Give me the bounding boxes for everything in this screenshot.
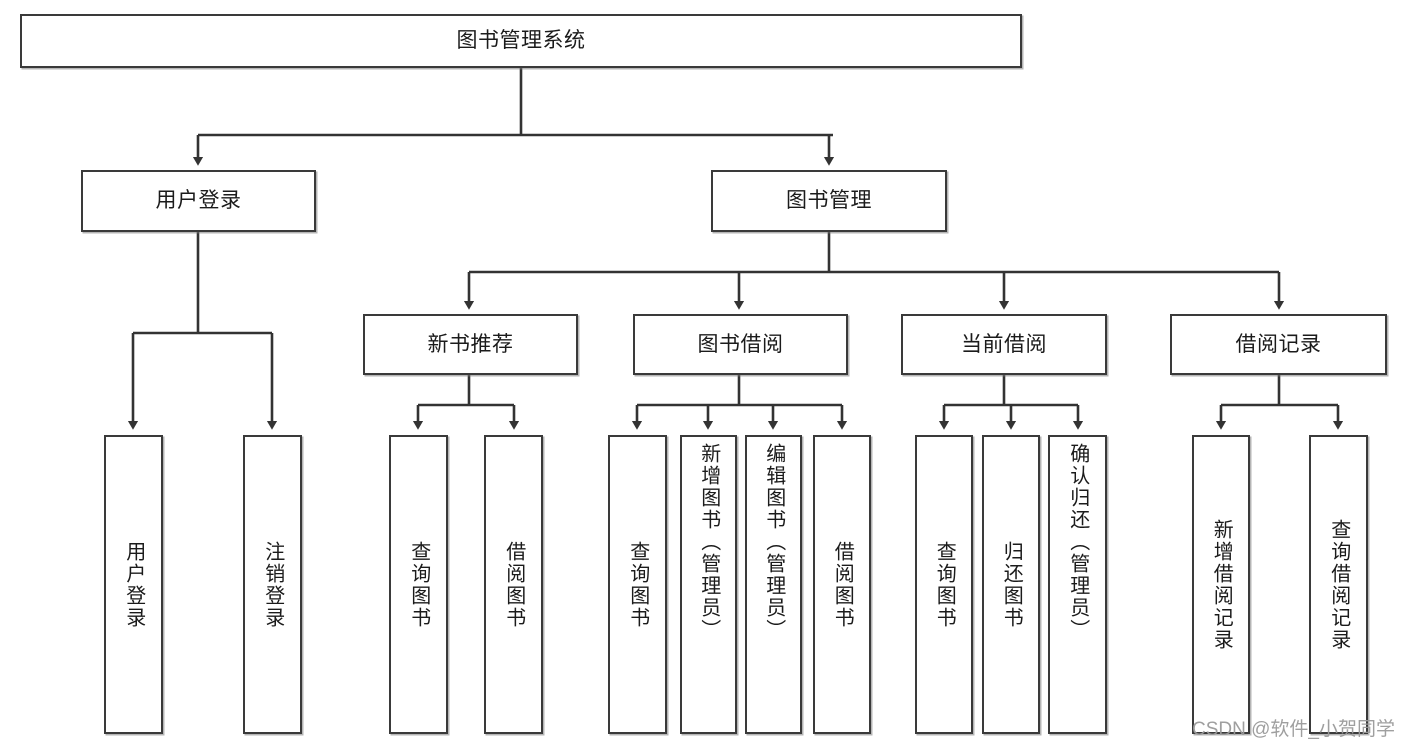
leaf-query-book-borrow[interactable]: 查询图书 bbox=[608, 435, 667, 734]
node-label: 用户登录 bbox=[122, 540, 145, 629]
node-book-borrow[interactable]: 图书借阅 bbox=[633, 314, 848, 375]
node-user-login[interactable]: 用户登录 bbox=[81, 170, 316, 232]
node-label: 当前借阅 bbox=[961, 332, 1047, 356]
node-label: 查询图书 bbox=[626, 540, 649, 629]
leaf-user-login[interactable]: 用户登录 bbox=[104, 435, 163, 734]
node-label: 图书借阅 bbox=[697, 332, 784, 356]
node-label: 查询图书 bbox=[407, 540, 430, 629]
node-label: 用户登录 bbox=[155, 189, 242, 213]
node-label: 图书管理系统 bbox=[456, 29, 586, 53]
node-label: 查询图书 bbox=[933, 540, 956, 629]
csdn-watermark: CSDN @软件_小贺同学 bbox=[1192, 719, 1395, 740]
leaf-borrow-book-recommend[interactable]: 借阅图书 bbox=[484, 435, 543, 734]
node-current-borrow[interactable]: 当前借阅 bbox=[901, 314, 1107, 375]
node-label: 新增借阅记录 bbox=[1210, 518, 1233, 651]
node-label: 借阅记录 bbox=[1235, 332, 1322, 356]
node-label: 借阅图书 bbox=[502, 540, 525, 629]
node-book-management-system[interactable]: 图书管理系统 bbox=[20, 14, 1022, 68]
node-label: 新增图书（管理员） bbox=[697, 443, 720, 641]
node-borrow-record[interactable]: 借阅记录 bbox=[1170, 314, 1387, 375]
leaf-add-borrow-record[interactable]: 新增借阅记录 bbox=[1192, 435, 1250, 734]
node-label: 编辑图书（管理员） bbox=[762, 443, 785, 641]
leaf-query-borrow-record[interactable]: 查询借阅记录 bbox=[1309, 435, 1368, 734]
node-label: 归还图书 bbox=[1000, 540, 1023, 629]
leaf-borrow-book[interactable]: 借阅图书 bbox=[813, 435, 871, 734]
leaf-add-book-admin[interactable]: 新增图书（管理员） bbox=[680, 435, 737, 734]
node-label: 注销登录 bbox=[261, 540, 284, 629]
node-label: 图书管理 bbox=[786, 189, 872, 213]
node-label: 查询借阅记录 bbox=[1327, 518, 1350, 651]
node-label: 确认归还（管理员） bbox=[1066, 443, 1089, 641]
leaf-return-book[interactable]: 归还图书 bbox=[982, 435, 1040, 734]
node-label: 借阅图书 bbox=[831, 540, 854, 629]
leaf-query-book-recommend[interactable]: 查询图书 bbox=[389, 435, 448, 734]
leaf-logout[interactable]: 注销登录 bbox=[243, 435, 302, 734]
node-book-management[interactable]: 图书管理 bbox=[711, 170, 947, 232]
leaf-edit-book-admin[interactable]: 编辑图书（管理员） bbox=[745, 435, 802, 734]
node-new-book-recommend[interactable]: 新书推荐 bbox=[363, 314, 578, 375]
node-label: 新书推荐 bbox=[427, 332, 514, 356]
leaf-confirm-return-admin[interactable]: 确认归还（管理员） bbox=[1048, 435, 1107, 734]
leaf-query-book-current[interactable]: 查询图书 bbox=[915, 435, 973, 734]
